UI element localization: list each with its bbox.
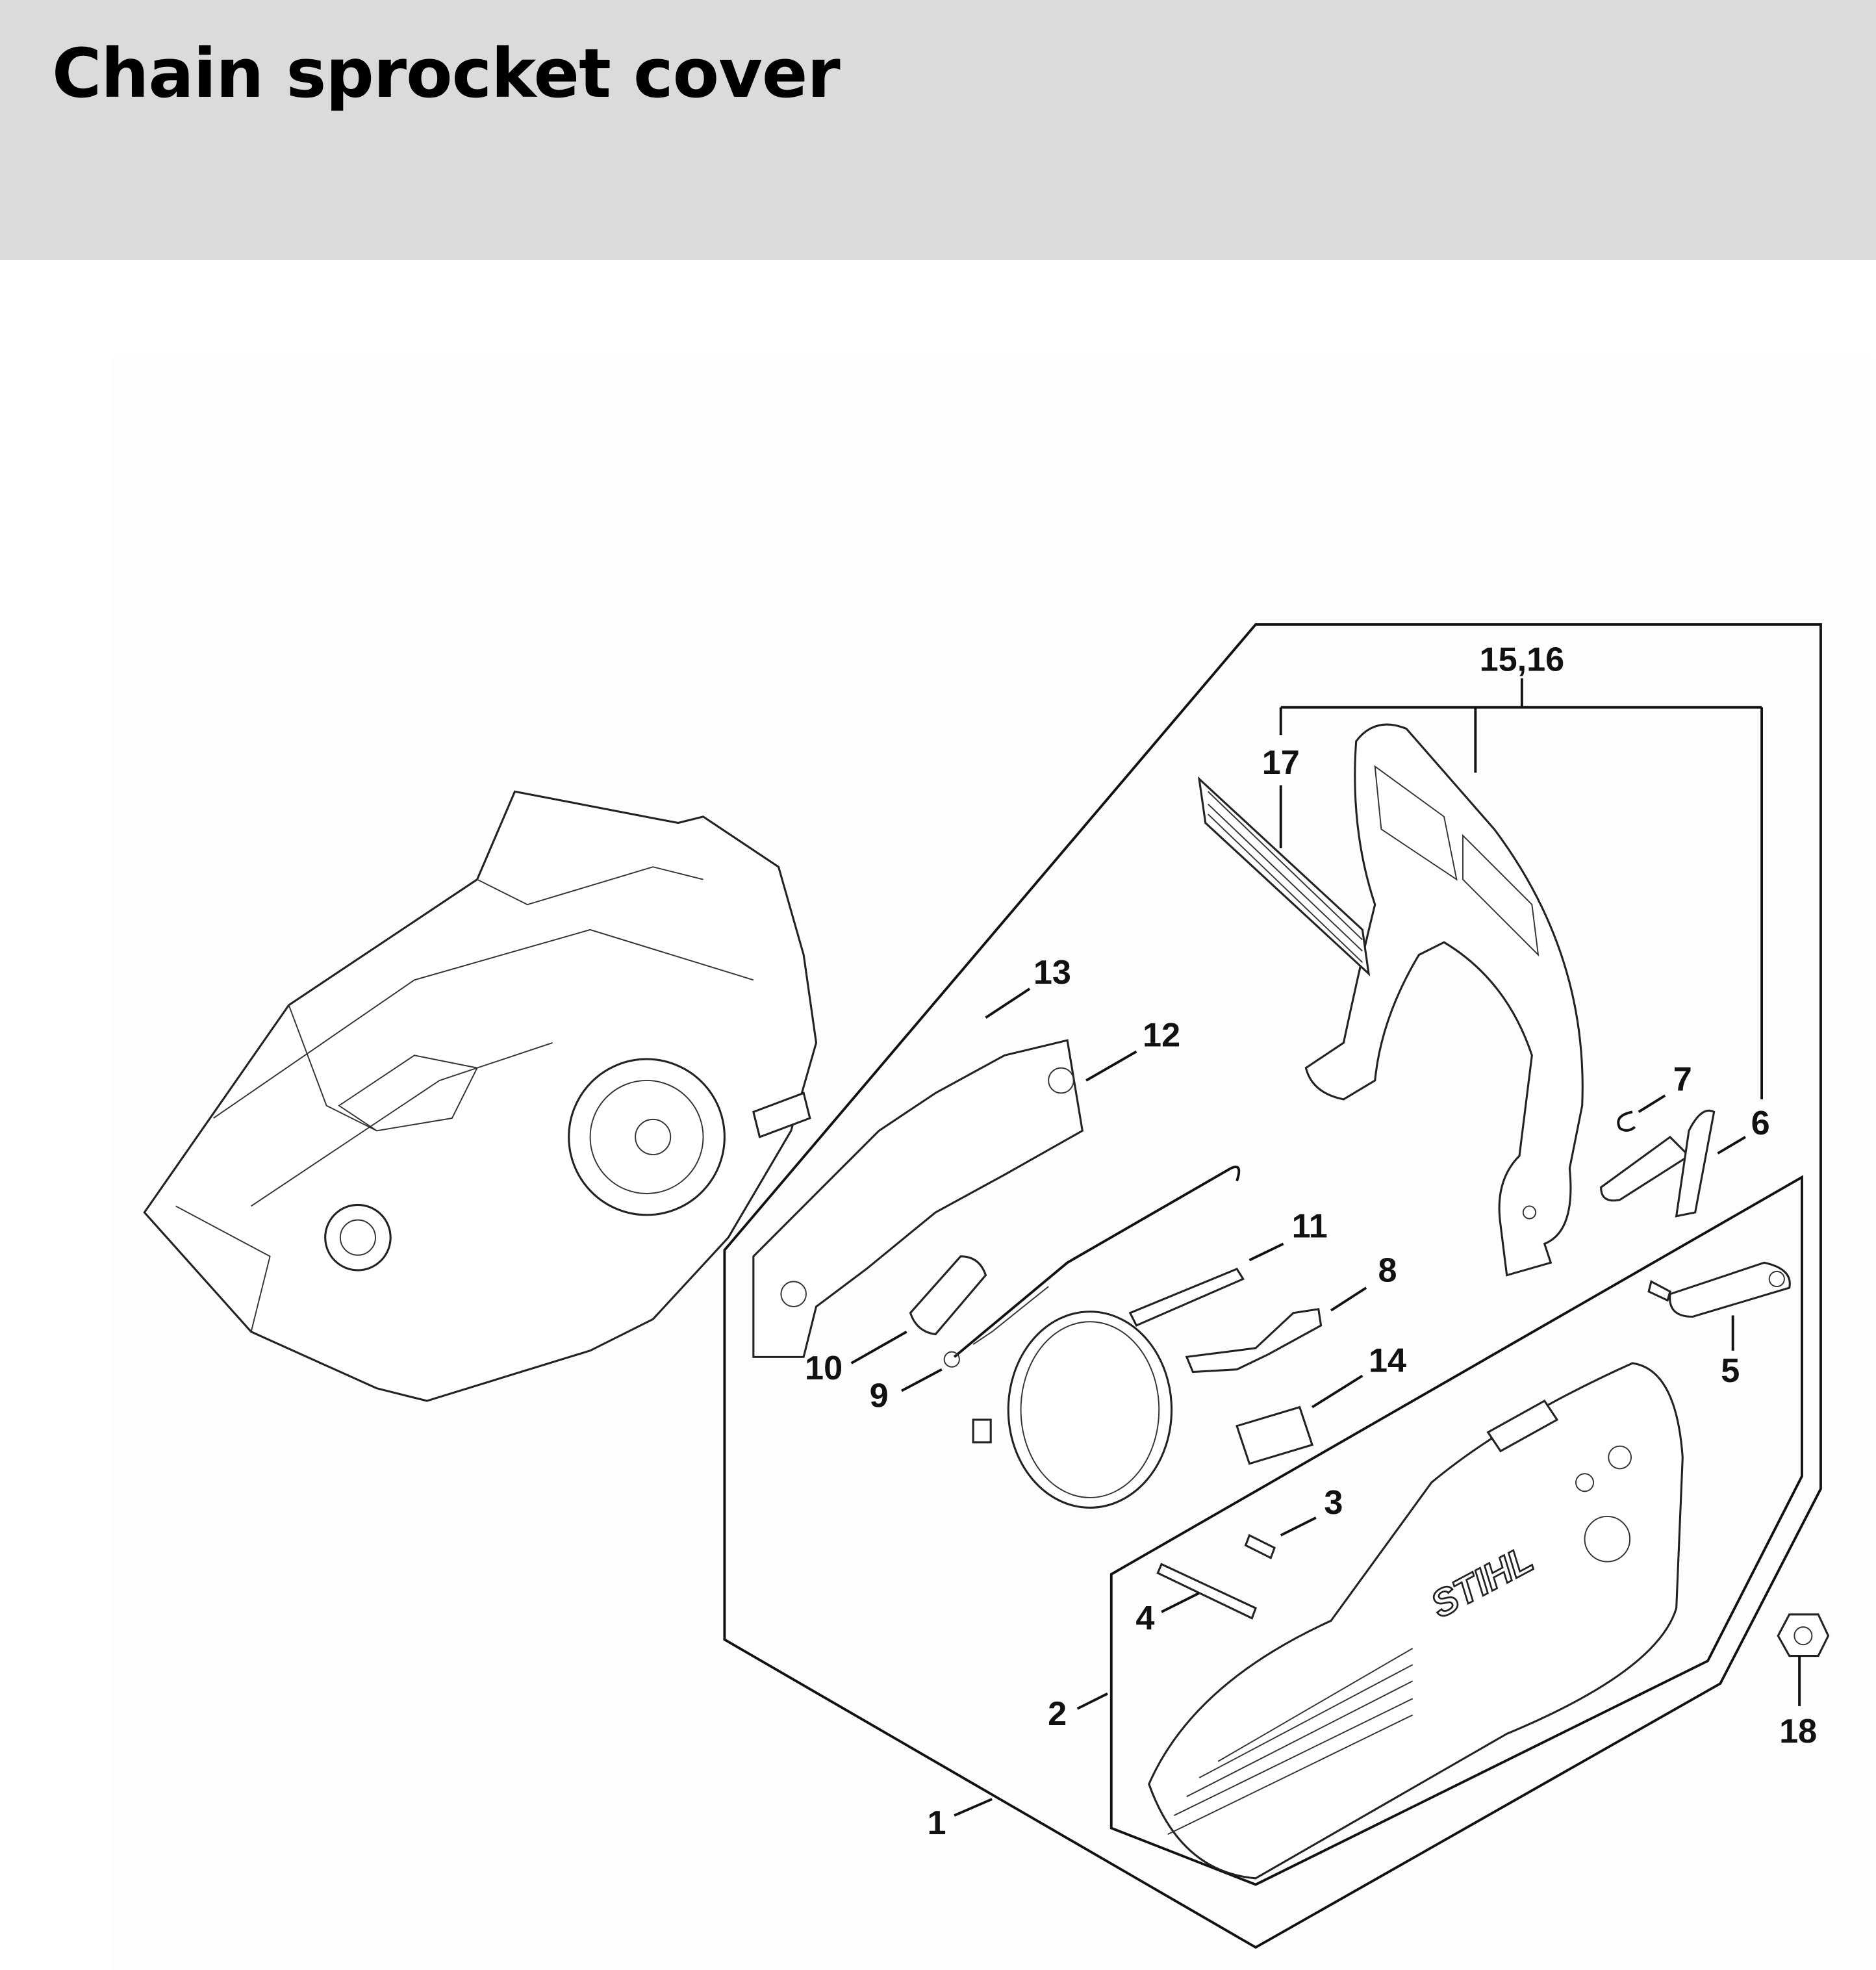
callout-9: 9: [870, 1377, 889, 1415]
rod-drawing: [1156, 1563, 1258, 1620]
callout-4: 4: [1135, 1600, 1154, 1637]
assembly-2-outline: [1109, 1175, 1803, 1886]
callout-12: 12: [1143, 1017, 1180, 1055]
engine-housing-drawing: [143, 790, 818, 1402]
tension-spring-drawing: [943, 1165, 1241, 1368]
bracket-drawing: [1185, 1308, 1323, 1374]
hex-nut-drawing: [1777, 1613, 1830, 1657]
assembly-1-outline: [723, 623, 1822, 1949]
e-clip-drawing: [1617, 1110, 1636, 1132]
callout-2: 2: [1048, 1695, 1067, 1733]
sleeve-drawing: [909, 1255, 987, 1336]
callout-15-16: 15,16: [1480, 641, 1565, 679]
callout-14: 14: [1369, 1342, 1406, 1380]
callout-6: 6: [1751, 1105, 1770, 1142]
callout-13: 13: [1033, 954, 1071, 991]
callout-7: 7: [1673, 1060, 1692, 1098]
brake-lever-drawing: [752, 1039, 1084, 1358]
brake-band-drawing: [972, 1268, 1245, 1509]
sprocket-cover-drawing: STIHL: [1148, 1362, 1684, 1880]
linkage-drawing: [1600, 1109, 1716, 1218]
callout-10: 10: [805, 1350, 843, 1387]
callout-8: 8: [1378, 1251, 1397, 1289]
callout-11: 11: [1292, 1208, 1328, 1246]
pin-drawing: [1244, 1533, 1276, 1559]
callout-5: 5: [1721, 1352, 1740, 1390]
page-header: Chain sprocket cover: [0, 0, 1876, 260]
leader-lines: [850, 678, 1801, 1817]
callout-18: 18: [1779, 1713, 1817, 1750]
callout-17: 17: [1262, 744, 1300, 782]
page-title: Chain sprocket cover: [52, 34, 841, 113]
slide-drawing: [1236, 1405, 1314, 1465]
label-sticker-drawing: [1197, 776, 1371, 977]
callout-3: 3: [1324, 1484, 1343, 1522]
bolt-drawing: [1647, 1261, 1791, 1318]
callout-1: 1: [928, 1804, 946, 1842]
